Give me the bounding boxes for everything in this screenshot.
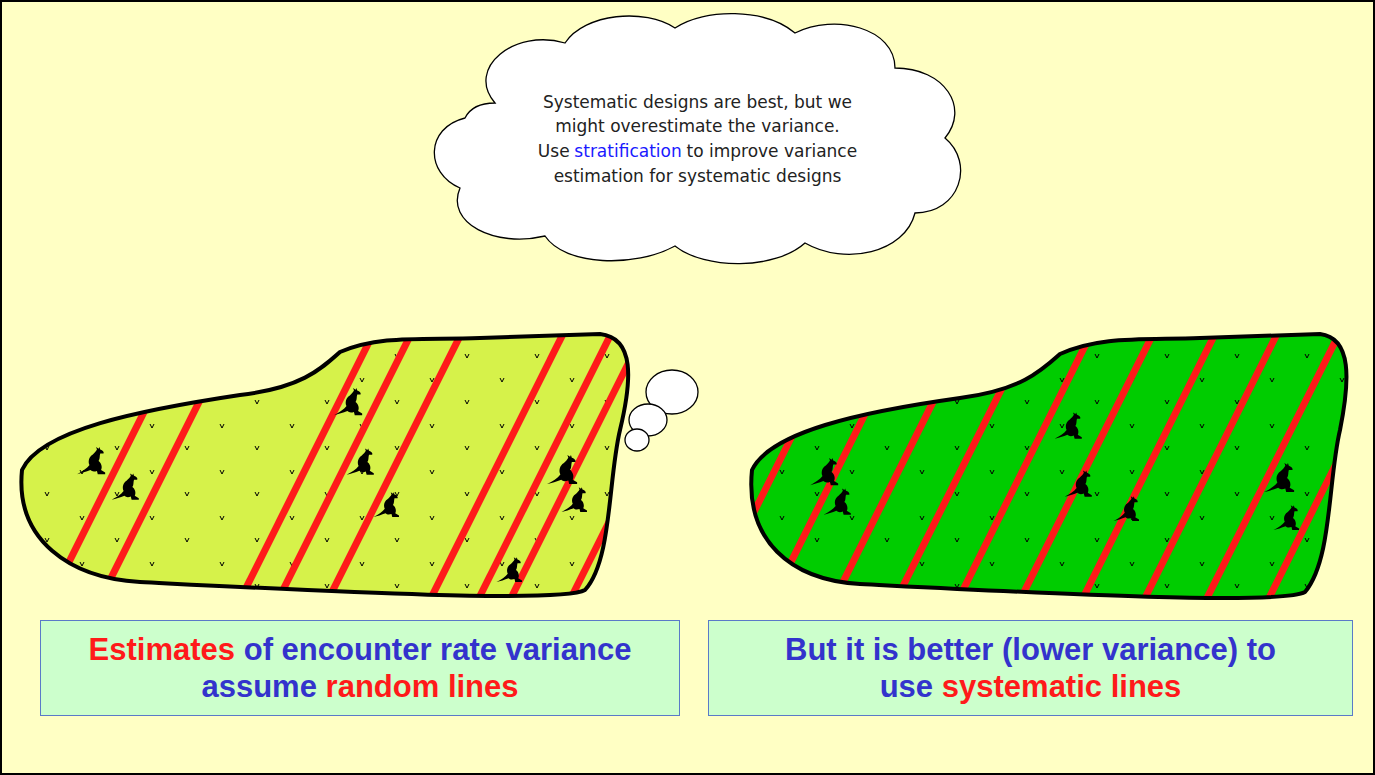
- transect-line: [762, 320, 912, 620]
- caption-box: Estimatesof encounter rate variance assu…: [40, 620, 680, 716]
- transect-line: [560, 320, 710, 620]
- transect-line: [90, 320, 240, 620]
- caption-text: systematic lines: [942, 669, 1182, 704]
- transect-line: [824, 320, 974, 620]
- transect-line: [948, 320, 1098, 620]
- note-text: Use: [538, 141, 570, 161]
- transect-line: [1196, 320, 1346, 620]
- transect-line: [1134, 320, 1284, 620]
- thought-cloud: Systematic designs are best, but we migh…: [425, 8, 970, 270]
- transect-line: [420, 320, 570, 620]
- transect-line: [1010, 320, 1160, 620]
- cloud-outline: [425, 8, 970, 270]
- transect-line: [886, 320, 1036, 620]
- caption-text: Estimates: [89, 632, 235, 667]
- transect-line: [1072, 320, 1222, 620]
- note-text: Systematic designs are best, but we migh…: [520, 90, 875, 139]
- caption-text: random lines: [326, 669, 519, 704]
- note-text: stratification: [574, 141, 681, 161]
- cloud-text: Systematic designs are best, but we migh…: [520, 90, 875, 189]
- caption-box: But it is better (lower variance) to use…: [708, 620, 1353, 716]
- transect-line: [700, 320, 850, 620]
- transect-line: [230, 320, 380, 620]
